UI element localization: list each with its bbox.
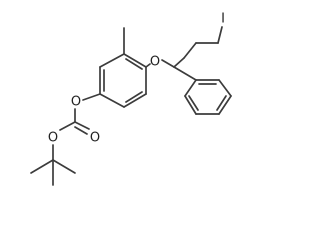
- double-bond-inner: [188, 95, 199, 111]
- bond: [123, 53, 147, 68]
- background: [0, 0, 270, 204]
- carbonyl-oxygen-label: O: [90, 131, 100, 146]
- tbutyl-methyl-bond: [30, 159, 54, 174]
- bond: [123, 93, 147, 108]
- double-bond-inner: [125, 58, 143, 70]
- ester-oxygen-label: O: [71, 95, 81, 110]
- ether-bond: [145, 63, 151, 68]
- chain-bond: [217, 26, 223, 44]
- carbonyl-double-bond: [74, 126, 88, 135]
- carbonate-oxygen-label: O: [48, 131, 58, 146]
- ether-bond: [161, 59, 175, 68]
- phenyl-bond: [173, 66, 197, 81]
- double-bond-inner: [216, 95, 227, 111]
- bond: [218, 79, 232, 97]
- aryl-ring: [99, 53, 147, 108]
- chain-bond: [183, 42, 197, 59]
- ether-oxygen-label: O: [150, 55, 160, 70]
- double-bond-inner: [125, 91, 143, 103]
- chain-bond: [173, 57, 185, 68]
- tbutyl-methyl-bond: [52, 159, 76, 174]
- bond: [184, 95, 197, 115]
- structure-diagram: O I O O O: [0, 0, 270, 204]
- bond: [99, 53, 125, 68]
- bond: [184, 79, 197, 97]
- bond: [99, 93, 125, 108]
- carbonyl-bond: [74, 121, 90, 130]
- bond: [218, 95, 232, 115]
- ester-bond: [82, 93, 101, 101]
- iodine-label: I: [221, 12, 225, 27]
- molecule-canvas: O I O O O: [0, 0, 270, 204]
- phenyl-ring: [184, 79, 232, 115]
- carbonate-bond: [59, 121, 76, 131]
